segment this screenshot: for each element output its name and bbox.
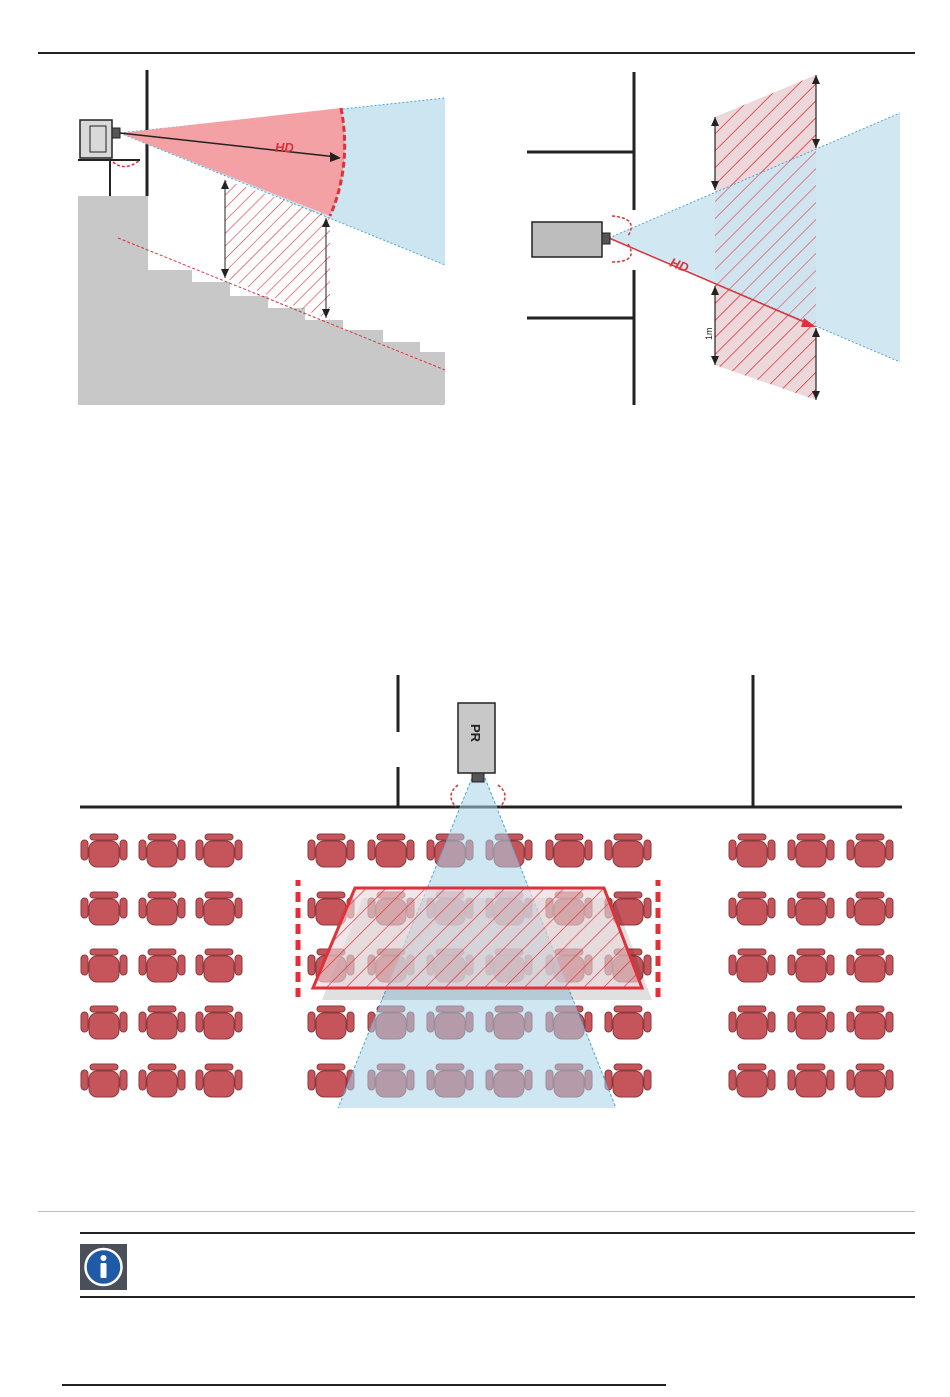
seat (196, 834, 242, 867)
seat (81, 949, 127, 982)
seat (729, 834, 775, 867)
projector-label: PR (468, 724, 483, 743)
footer-rule (62, 1384, 666, 1386)
seat (605, 1006, 651, 1039)
seat (308, 834, 354, 867)
seat (196, 892, 242, 925)
figure-side-view: HD (0, 0, 475, 420)
seat (368, 834, 414, 867)
figure-top-view: 1m HD (475, 0, 950, 420)
seat (729, 1006, 775, 1039)
seat (847, 1064, 893, 1097)
seat (847, 1006, 893, 1039)
seat (847, 949, 893, 982)
seat (788, 834, 834, 867)
seat (546, 834, 592, 867)
seat (139, 949, 185, 982)
distance-label: 1m (704, 327, 714, 340)
hd-label-1: HD (275, 140, 294, 155)
seat (139, 892, 185, 925)
seat (196, 1006, 242, 1039)
seat (605, 1064, 651, 1097)
seat (788, 892, 834, 925)
projector-top (532, 222, 602, 257)
seat (847, 892, 893, 925)
seat (81, 834, 127, 867)
figure-plan-view: PR (0, 660, 950, 1130)
seat (81, 1064, 127, 1097)
info-note (80, 1232, 915, 1298)
seat (81, 1006, 127, 1039)
seat (729, 1064, 775, 1097)
seat (81, 892, 127, 925)
seat (847, 834, 893, 867)
seat (139, 834, 185, 867)
seat (788, 949, 834, 982)
seat (788, 1064, 834, 1097)
info-icon (80, 1244, 127, 1290)
seat (729, 892, 775, 925)
seat (139, 1064, 185, 1097)
seat (139, 1006, 185, 1039)
seat (729, 949, 775, 982)
seat (196, 1064, 242, 1097)
seat (196, 949, 242, 982)
seat (788, 1006, 834, 1039)
seat (308, 1006, 354, 1039)
seat (605, 834, 651, 867)
section-rule (38, 1211, 915, 1212)
